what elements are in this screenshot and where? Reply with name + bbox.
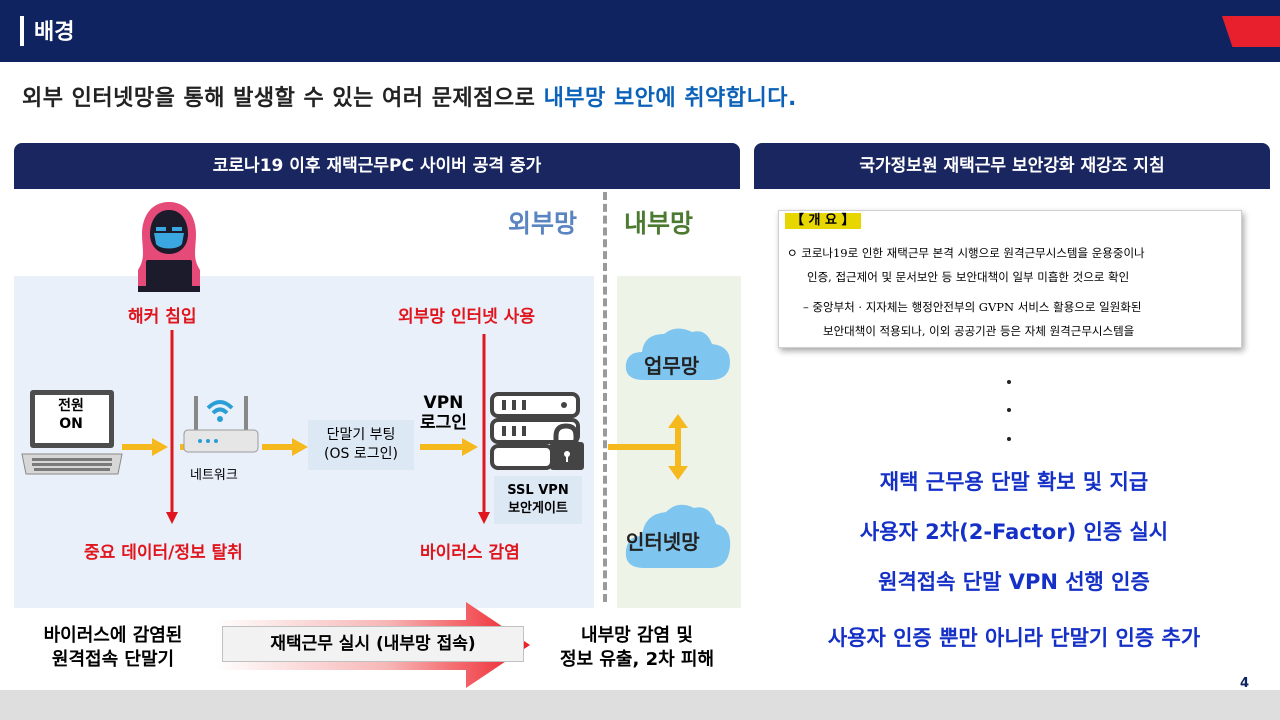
yellow-branch-arrow	[608, 414, 688, 480]
ellipsis-dot-3	[1007, 437, 1011, 441]
right-panel-title: 국가정보원 재택근무 보안강화 재강조 지침	[754, 143, 1270, 189]
red-down-arrow-2	[478, 334, 490, 524]
laptop-screen-text: 전원 ON	[58, 398, 84, 432]
guideline-item-2: 사용자 2차(2-Factor) 인증 실시	[859, 520, 1169, 544]
telework-label-box: 재택근무 실시 (내부망 접속)	[222, 626, 524, 662]
guideline-item-1: 재택 근무용 단말 확보 및 지급	[879, 470, 1149, 494]
external-use-label: 외부망 인터넷 사용	[398, 307, 535, 327]
guideline-item-3: 원격접속 단말 VPN 선행 인증	[878, 570, 1150, 594]
cloud-icon-internet	[625, 504, 731, 568]
bottom-right-text: 내부망 감염 및 정보 유출, 2차 피해	[559, 625, 715, 670]
terminal-boot-box: 단말기 부팅 (OS 로그인)	[308, 420, 414, 470]
zone-internal-label: 내부망	[624, 209, 694, 238]
vpn-login-label: VPN 로그인	[420, 393, 467, 433]
doc-line-1: ㅇ 코로나19로 인한 재택근무 본격 시행으로 원격근무시스템을 운용중이나	[787, 246, 1145, 260]
cloud-icon-work	[625, 328, 730, 380]
zone-external-label: 외부망	[508, 209, 578, 238]
guideline-item-4: 사용자 인증 뿐만 아니라 단말기 인증 추가	[827, 626, 1201, 650]
doc-line-4: 보안대책이 적용되나, 이외 공공기관 등은 자체 원격근무시스템을	[823, 324, 1135, 338]
yellow-arrow-1	[122, 438, 168, 456]
header-bar	[0, 0, 1280, 62]
footer-bar	[0, 690, 1280, 720]
doc-line-2: 인증, 접근제어 및 문서보안 등 보안대책이 일부 미흡한 것으로 확인	[807, 270, 1130, 284]
ellipsis-dot-1	[1007, 380, 1011, 384]
ellipsis-dot-2	[1007, 408, 1011, 412]
vpn-server-lock-icon	[490, 392, 584, 470]
router-icon	[183, 396, 259, 453]
guideline-document: 【 개 요 】 ㅇ 코로나19로 인한 재택근무 본격 시행으로 원격근무시스템…	[778, 210, 1242, 348]
hacker-icon	[138, 202, 200, 292]
laptop-icon	[21, 390, 123, 475]
subtitle-text: 외부 인터넷망을 통해 발생할 수 있는 여러 문제점으로	[22, 86, 544, 111]
network-label: 네트워크	[190, 468, 238, 483]
red-down-arrow-1	[166, 330, 178, 524]
subtitle: 외부 인터넷망을 통해 발생할 수 있는 여러 문제점으로 내부망 보안에 취약…	[22, 80, 797, 112]
ssl-vpn-box: SSL VPN 보안게이트	[494, 476, 582, 524]
data-theft-label: 중요 데이터/정보 탈취	[84, 543, 243, 563]
yellow-arrow-3	[420, 438, 478, 456]
cloud-internet-label: 인터넷망	[626, 530, 700, 554]
virus-label: 바이러스 감염	[420, 543, 520, 563]
header-divider	[20, 16, 24, 46]
hacker-label: 해커 침입	[128, 307, 197, 327]
yellow-arrow-2	[262, 438, 308, 456]
page-number: 4	[1240, 676, 1250, 691]
subtitle-highlight: 내부망 보안에 취약합니다.	[543, 86, 797, 111]
doc-heading: 【 개 요 】	[785, 213, 861, 229]
bottom-left-text: 바이러스에 감염된 원격접속 단말기	[43, 625, 183, 670]
page-title: 배경	[34, 20, 75, 45]
left-panel-title: 코로나19 이후 재택근무PC 사이버 공격 증가	[14, 143, 740, 189]
cloud-work-label: 업무망	[644, 354, 700, 378]
header-accent-shape	[1222, 16, 1280, 47]
doc-line-3: – 중앙부처 · 지자체는 행정안전부의 GVPN 서비스 활용으로 일원화된	[803, 300, 1142, 314]
zone-divider	[603, 192, 607, 602]
